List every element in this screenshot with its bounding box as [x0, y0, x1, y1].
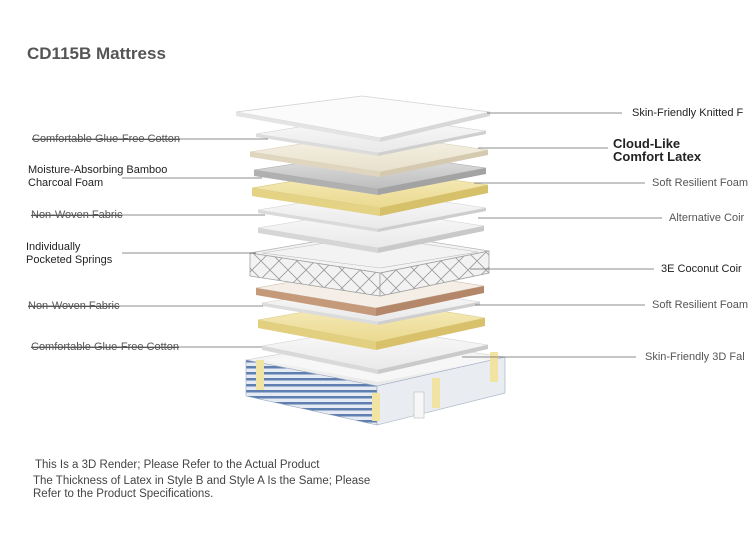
note-latex-thickness: The Thickness of Latex in Style B and St… [33, 475, 371, 487]
label-line-2: Charcoal Foam [28, 177, 104, 189]
layer-knitted-fabric [235, 95, 491, 142]
page-title: CD115B Mattress [27, 44, 166, 63]
label-glue-free-cotton-bottom: Comfortable Glue-Free Cotton [31, 341, 179, 354]
label-line-2: Pocketed Springs [26, 254, 113, 266]
label-nonwoven-fabric-bottom: Non-Woven Fabric [28, 300, 120, 313]
label-glue-free-cotton-top: Comfortable Glue-Free Cotton [32, 133, 180, 146]
label-soft-resilient-foam-top: Soft Resilient Foam [652, 177, 748, 190]
label-soft-resilient-foam-bottom: Soft Resilient Foam [652, 299, 748, 312]
label-bamboo-charcoal-foam: Moisture-Absorbing Bamboo Charcoal Foam [28, 164, 167, 190]
label-line-1: Cloud-Like [613, 136, 681, 151]
left-leader-lines [28, 138, 268, 348]
note-product-specs: Refer to the Product Specifications. [33, 488, 214, 500]
label-text: Skin-Friendly 3D Fal [645, 351, 745, 363]
label-3d-fabric: Skin-Friendly 3D Fal [645, 351, 745, 364]
note-render: This Is a 3D Render; Please Refer to the… [35, 459, 320, 471]
label-text: Comfortable Glue-Free Cotton [31, 341, 179, 353]
label-text: Soft Resilient Foam [652, 299, 748, 311]
label-nonwoven-fabric-top: Non-Woven Fabric [31, 209, 123, 222]
label-text: Alternative Coir [669, 212, 745, 224]
label-text: Non-Woven Fabric [31, 209, 123, 221]
label-alternative-coir: Alternative Coir [669, 212, 744, 225]
label-comfort-latex: Cloud-Like Comfort Latex [613, 137, 701, 163]
label-text: Non-Woven Fabric [28, 300, 120, 312]
label-coconut-coir: 3E Coconut Coir [661, 263, 742, 276]
label-line-1: Moisture-Absorbing Bamboo [28, 164, 168, 176]
label-knitted-fabric: Skin-Friendly Knitted F [632, 107, 743, 120]
label-text: Comfortable Glue-Free Cotton [32, 133, 180, 145]
label-pocketed-springs: Individually Pocketed Springs [26, 241, 112, 267]
label-text: Skin-Friendly Knitted F [632, 107, 744, 119]
label-line-1: Individually [26, 241, 81, 253]
label-line-2: Comfort Latex [613, 149, 702, 164]
right-leader-lines [462, 112, 662, 358]
label-text: 3E Coconut Coir [661, 263, 742, 275]
label-text: Soft Resilient Foam [652, 177, 748, 189]
